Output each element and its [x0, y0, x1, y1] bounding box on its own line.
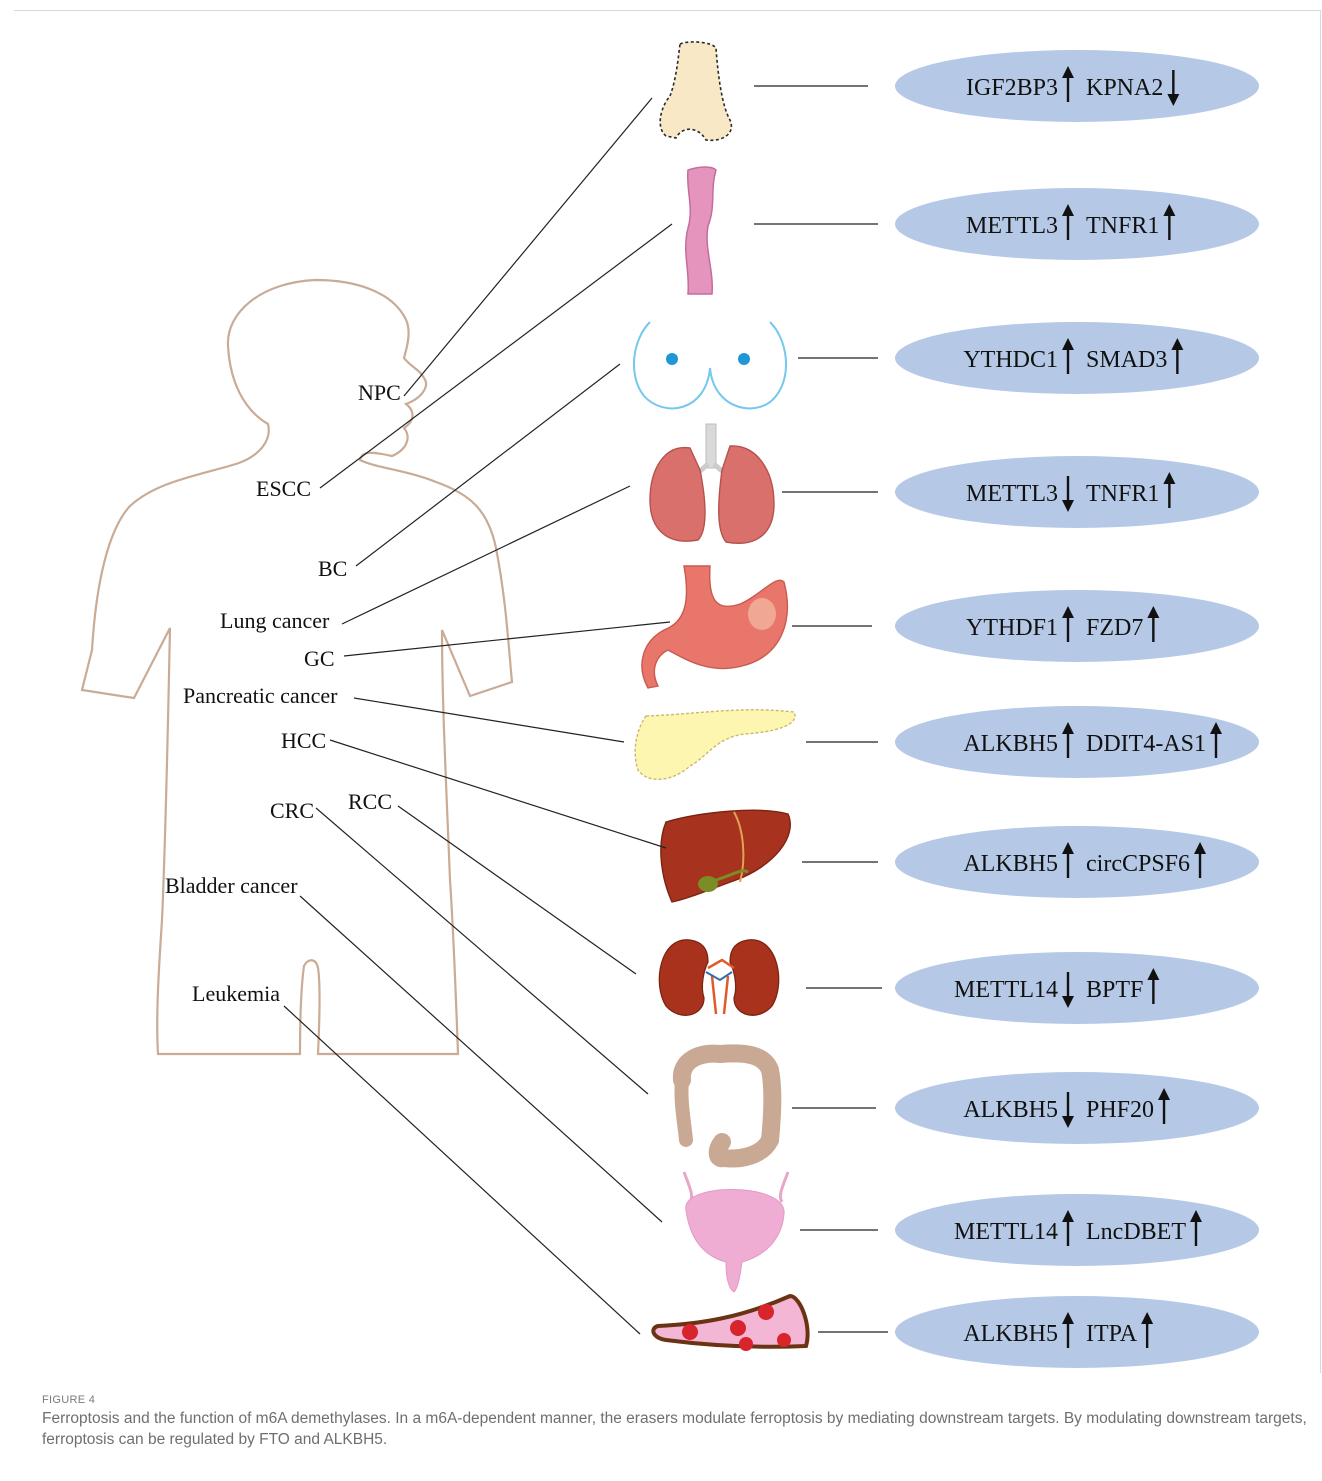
- gene-ellipse: [895, 188, 1259, 260]
- gene-ellipse: [895, 952, 1259, 1024]
- leader-line: [284, 1006, 640, 1334]
- gene2-label: TNFR1: [1086, 213, 1159, 239]
- liver-icon: [661, 810, 790, 902]
- gene1-label: METTL3: [966, 213, 1058, 239]
- gene2-label: TNFR1: [1086, 481, 1159, 507]
- breast-icon: [634, 322, 786, 408]
- esophagus-icon: [686, 167, 716, 294]
- leader-line: [342, 486, 630, 624]
- bladder-icon: [684, 1172, 788, 1292]
- gene1-label: YTHDF1: [966, 615, 1058, 641]
- leader-line: [398, 806, 636, 974]
- gene2-label: circCPSF6: [1086, 851, 1190, 877]
- gene1-label: METTL14: [954, 977, 1058, 1003]
- gene-ellipse: [895, 1072, 1259, 1144]
- body-outline: [82, 280, 512, 1054]
- gene-ellipse: [895, 1296, 1259, 1368]
- cancer-label: HCC: [281, 728, 326, 753]
- blood-vessel-icon: [653, 1296, 807, 1351]
- cancer-label: CRC: [270, 798, 314, 823]
- leader-line: [316, 808, 648, 1094]
- gene1-label: METTL3: [966, 481, 1058, 507]
- caption-text: Ferroptosis and the function of m6A deme…: [42, 1408, 1312, 1450]
- gene-ellipse: [895, 1194, 1259, 1266]
- nose-icon: [660, 42, 731, 140]
- gene2-label: SMAD3: [1086, 347, 1167, 373]
- gene1-label: ALKBH5: [963, 1321, 1058, 1347]
- cancer-label: Leukemia: [192, 981, 280, 1006]
- gene1-label: IGF2BP3: [966, 75, 1058, 101]
- gene1-label: ALKBH5: [963, 1097, 1058, 1123]
- lungs-icon: [650, 424, 774, 543]
- gene2-label: KPNA2: [1086, 75, 1163, 101]
- gene2-label: FZD7: [1086, 615, 1143, 641]
- gene2-label: PHF20: [1086, 1097, 1154, 1123]
- figure-caption: FIGURE 4 Ferroptosis and the function of…: [42, 1394, 1312, 1450]
- colon-icon: [681, 1053, 772, 1158]
- cancer-label: Pancreatic cancer: [183, 683, 338, 708]
- cancer-label: ESCC: [256, 476, 311, 501]
- pancreas-icon: [635, 710, 795, 780]
- gene1-label: YTHDC1: [963, 347, 1058, 373]
- cancer-label: Lung cancer: [220, 608, 330, 633]
- kidneys-icon: [659, 940, 778, 1016]
- leader-line: [320, 224, 672, 488]
- cancer-label: NPC: [358, 380, 401, 405]
- gene2-label: LncDBET: [1086, 1219, 1186, 1245]
- gene-ellipse: [895, 590, 1259, 662]
- cancer-label: BC: [318, 556, 347, 581]
- gene1-label: METTL14: [954, 1219, 1058, 1245]
- gene2-label: DDIT4-AS1: [1086, 731, 1206, 757]
- gene1-label: ALKBH5: [963, 731, 1058, 757]
- gene-ellipse: [895, 826, 1259, 898]
- leader-line: [404, 98, 652, 396]
- figure-label: FIGURE 4: [42, 1394, 1312, 1406]
- gene-ellipse: [895, 456, 1259, 528]
- stomach-icon: [642, 566, 787, 688]
- leader-line: [354, 698, 624, 742]
- gene-ellipse: [895, 322, 1259, 394]
- cancer-label: GC: [304, 646, 335, 671]
- leader-lines: [284, 98, 672, 1334]
- gene2-label: ITPA: [1086, 1321, 1138, 1347]
- gene2-label: BPTF: [1086, 977, 1143, 1003]
- cancer-label: RCC: [348, 789, 392, 814]
- gene1-label: ALKBH5: [963, 851, 1058, 877]
- gene-ellipse: [895, 50, 1259, 122]
- cancer-label: Bladder cancer: [165, 873, 298, 898]
